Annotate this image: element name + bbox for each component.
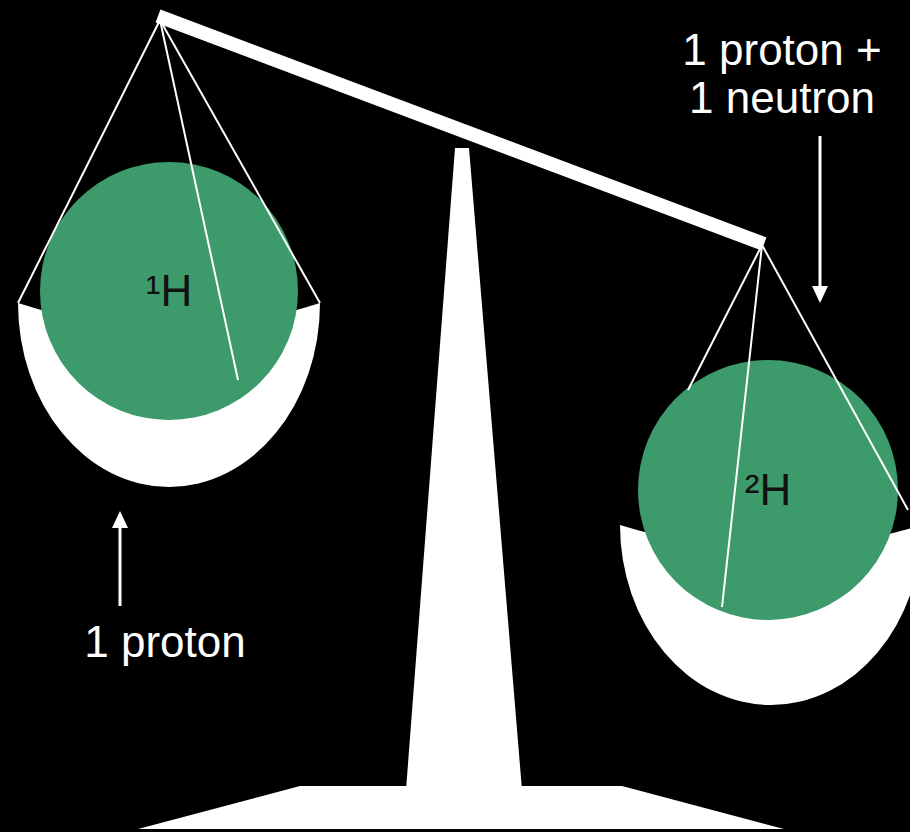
particle-label: 1 proton xyxy=(60,618,270,666)
leader-arrow xyxy=(819,136,822,288)
node-text-group: ²H xyxy=(745,466,791,514)
isotope-symbol: ¹H xyxy=(146,267,192,315)
string xyxy=(688,245,762,390)
leader-arrow xyxy=(119,526,122,606)
scale-base xyxy=(138,786,784,829)
string xyxy=(160,20,320,303)
string xyxy=(762,245,908,510)
isotope-circle: ²H xyxy=(638,360,898,620)
string xyxy=(722,245,762,607)
scale-pillar xyxy=(406,148,522,790)
string xyxy=(160,20,238,380)
isotope-sphere xyxy=(638,360,898,620)
isotope-symbol: ²H xyxy=(745,466,791,514)
arrow-head xyxy=(812,286,828,303)
arrow-head xyxy=(112,511,128,528)
particle-label: 1 proton + 1 neutron xyxy=(667,26,897,123)
isotope-sphere xyxy=(40,162,298,420)
string xyxy=(18,20,160,303)
isotope-circle: ¹H xyxy=(40,162,298,420)
node-text-group: ¹H xyxy=(146,267,192,315)
